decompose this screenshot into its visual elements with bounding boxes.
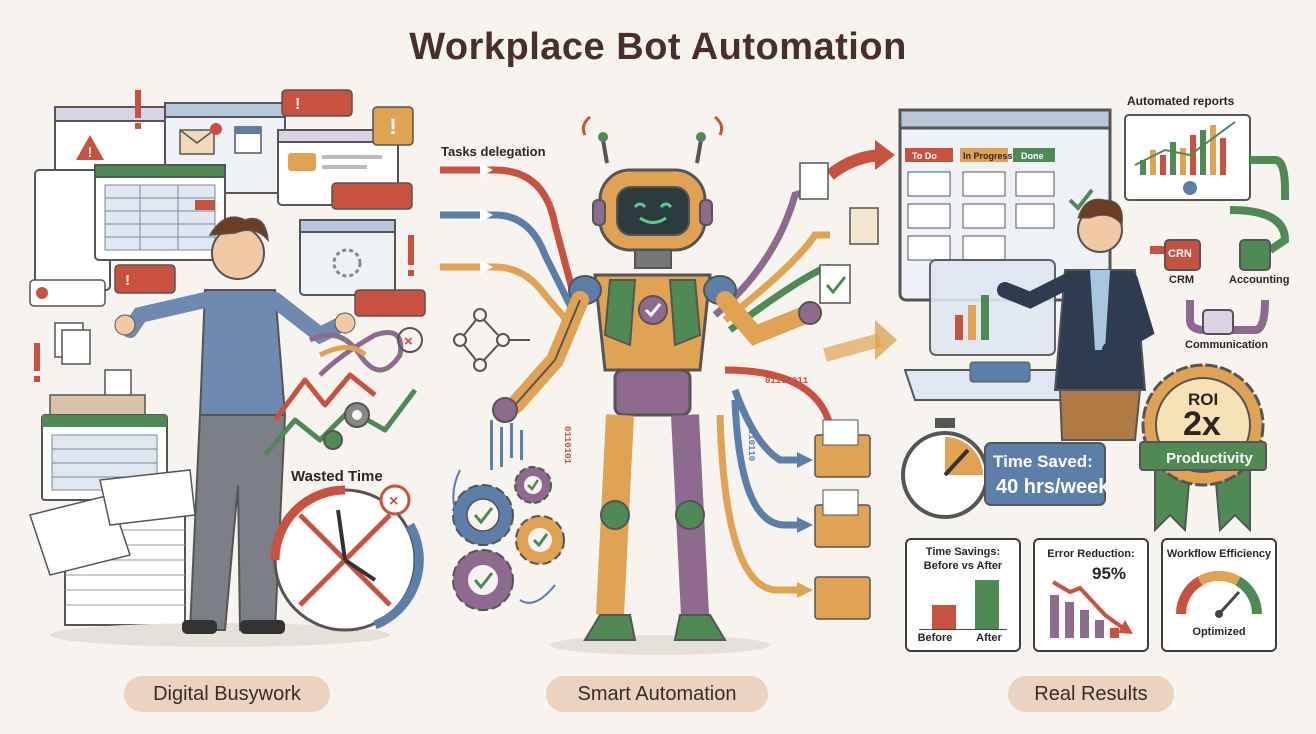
presenter xyxy=(997,198,1155,441)
paper-stack xyxy=(29,469,196,626)
gear-icon xyxy=(514,466,552,504)
chart-icon xyxy=(1124,114,1251,201)
kanban-todo: To Do xyxy=(912,151,937,161)
folder-icon xyxy=(814,489,871,548)
after-bar xyxy=(975,580,999,629)
error-chart xyxy=(1050,580,1133,638)
gear-icon xyxy=(452,484,514,546)
before-bar xyxy=(932,605,956,629)
wasted-time-label: Wasted Time xyxy=(291,468,383,485)
workflow-efficiency-title: Workflow Efficiency xyxy=(1166,548,1272,560)
workflow-status: Optimized xyxy=(1192,626,1246,638)
results-illustration xyxy=(898,108,1290,533)
stopwatch-icon xyxy=(901,418,989,519)
binary-stream-2: 010110 xyxy=(746,428,757,462)
chat-icon xyxy=(288,153,316,171)
time-saved-value: 40 hrs/week xyxy=(996,476,1110,498)
time-savings-title-1: Time Savings: xyxy=(925,546,1001,558)
svg-text:!: ! xyxy=(88,144,93,160)
chat-icon xyxy=(1202,309,1234,335)
svg-text:!: ! xyxy=(389,114,396,139)
gear-icon xyxy=(452,549,514,611)
roi-value: 2x xyxy=(1183,405,1221,443)
kanban-board xyxy=(898,108,1112,302)
before-label: Before xyxy=(917,632,953,644)
folder-icon xyxy=(814,576,871,620)
loading-window xyxy=(299,219,396,296)
automation-illustration xyxy=(440,115,897,655)
clock-icon: × xyxy=(270,484,424,632)
section-label-digital-busywork: Digital Busywork xyxy=(124,676,330,712)
time-savings-card: Time Savings: Before vs After Before Aft… xyxy=(905,538,1021,652)
svg-text:×: × xyxy=(389,493,398,510)
roi-ribbon: Productivity xyxy=(1166,450,1253,467)
busywork-illustration: ! ! ! ! xyxy=(29,89,426,647)
svg-text:!: ! xyxy=(125,272,130,289)
loading-icon xyxy=(332,248,362,278)
after-label: After xyxy=(976,632,1002,644)
warning-icon xyxy=(76,135,104,160)
section-label-smart-automation: Smart Automation xyxy=(546,676,768,712)
checkmark-icon xyxy=(825,276,847,295)
document-icon xyxy=(799,162,829,200)
error-reduction-value: 95% xyxy=(1091,564,1127,583)
page-title: Workplace Bot Automation xyxy=(409,26,907,68)
tasks-delegation-label: Tasks delegation xyxy=(441,144,546,159)
svg-text:!: ! xyxy=(295,96,300,113)
bar-axis xyxy=(919,629,1007,630)
document-icon xyxy=(849,207,879,245)
time-savings-title-2: Before vs After xyxy=(923,560,1003,572)
binary-stream-1: 01101011 xyxy=(765,376,809,386)
accounting-label: Accounting xyxy=(1229,274,1290,286)
kanban-in-progress: In Progress xyxy=(963,151,1013,161)
spreadsheet-window xyxy=(34,164,226,291)
gear-icon xyxy=(515,515,565,565)
communication-label: Communication xyxy=(1185,339,1269,351)
folder-icon xyxy=(814,419,871,478)
crm-label: CRM xyxy=(1169,274,1195,286)
kanban-done: Done xyxy=(1021,151,1044,161)
section-label-real-results: Real Results xyxy=(1008,676,1174,712)
binary-stream-3: 0110101 xyxy=(561,426,572,464)
svg-text:×: × xyxy=(404,333,413,350)
gauge-icon xyxy=(1175,570,1263,618)
error-reduction-title: Error Reduction: xyxy=(1047,548,1135,560)
time-saved-title: Time Saved: xyxy=(993,452,1093,471)
close-icon xyxy=(397,327,423,353)
checkmark-icon xyxy=(1068,188,1094,212)
automated-reports-label: Automated reports xyxy=(1127,94,1235,108)
stressed-worker xyxy=(114,216,356,634)
workflow-efficiency-card: Workflow Efficiency Optimized xyxy=(1161,538,1277,652)
error-reduction-card: Error Reduction: 95% xyxy=(1033,538,1149,652)
alert-mark xyxy=(135,90,141,118)
crm-box-label: CRN xyxy=(1168,248,1192,260)
award-badge-icon xyxy=(1139,363,1267,533)
robot-icon xyxy=(492,115,822,641)
roi-title: ROI xyxy=(1188,390,1219,409)
